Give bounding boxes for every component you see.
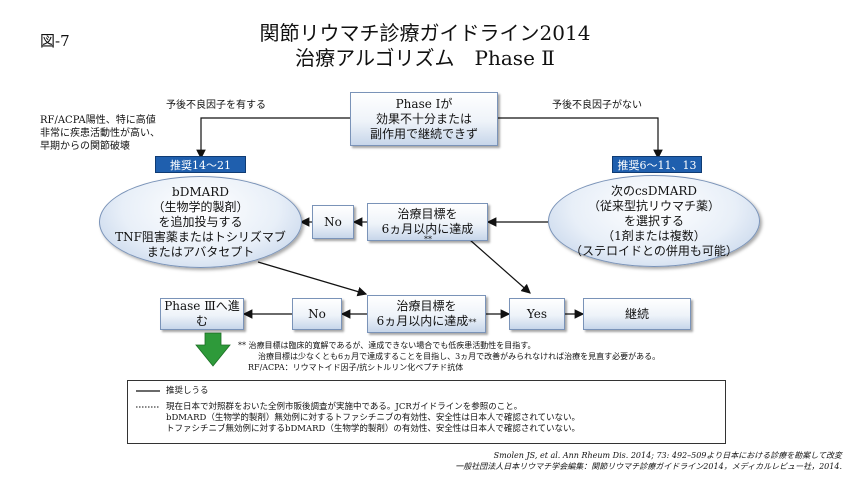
line-phase1-to-left (196, 117, 350, 160)
legend-dotted-text: 現在日本で対照群をおいた全例市販後調査が実施中である。JCRガイドラインを参照の… (166, 402, 581, 434)
line-bdmard-to-goal (257, 261, 368, 297)
yes-box: Yes (509, 298, 565, 330)
right-branch-label: 予後不良因子がない (552, 100, 642, 111)
recommendation-tag-right: 推奨6～11、13 (612, 156, 702, 173)
legend: 推奨しうる 現在日本で対照群をおいた全例市販後調査が実施中である。JCRガイドラ… (127, 380, 726, 444)
figure-label: 図-7 (40, 32, 70, 50)
no-box-lower: No (292, 298, 342, 330)
phase1-box: Phase Ⅰが 効果不十分または 副作用で継続できず (350, 92, 498, 146)
line-phase1-to-right (498, 117, 663, 160)
footnote-abbrev: RF/ACPA：リウマトイド因子/抗シトルリン化ペプチド抗体 (248, 363, 464, 372)
phase3-box: Phase Ⅲへ進む (160, 298, 244, 330)
continue-box: 継続 (583, 298, 691, 330)
treatment-goal-upper: 治療目標を 6ヵ月以内に達成 ** (367, 203, 488, 244)
csdmard-ellipse: 次のcsDMARD （従来型抗リウマチ薬） を選択する （1剤または複数） （ス… (548, 175, 760, 267)
page-subtitle: 治療アルゴリズム Phase Ⅱ (295, 46, 555, 70)
source-citation: Smolen JS, et al. Ann Rheum Dis. 2014; 7… (455, 451, 842, 471)
green-down-arrow (195, 332, 231, 367)
footnote-timing: 治療目標は少なくとも6ヵ月で達成することを目指し、3ヵ月で改善がみられなければ治… (258, 352, 661, 361)
footnote-goal: ** 治療目標は臨床的寛解であるが、達成できない場合でも低疾患活動性を目指す。 (238, 341, 536, 350)
bdmard-ellipse: bDMARD （生物学的製剤） を追加投与する TNF阻害薬またはトシリズマブ … (99, 176, 302, 268)
risk-factor-note: RF/ACPA陽性、特に高値 非常に疾患活動性が高い、 早期からの関節破壊 (40, 115, 160, 152)
no-box-upper: No (312, 205, 354, 239)
page-title: 関節リウマチ診療ガイドライン2014 (259, 21, 591, 45)
treatment-goal-lower: 治療目標を 6ヵ月以内に達成** (367, 295, 486, 333)
left-branch-label: 予後不良因子を有する (166, 100, 266, 111)
line-goal-to-yes (469, 239, 531, 294)
legend-solid-label: 推奨しうる (166, 386, 209, 396)
footnotes: ** 治療目標は臨床的寛解であるが、達成できない場合でも低疾患活動性を目指す。 … (238, 340, 660, 373)
recommendation-tag-left: 推奨14～21 (155, 156, 246, 173)
